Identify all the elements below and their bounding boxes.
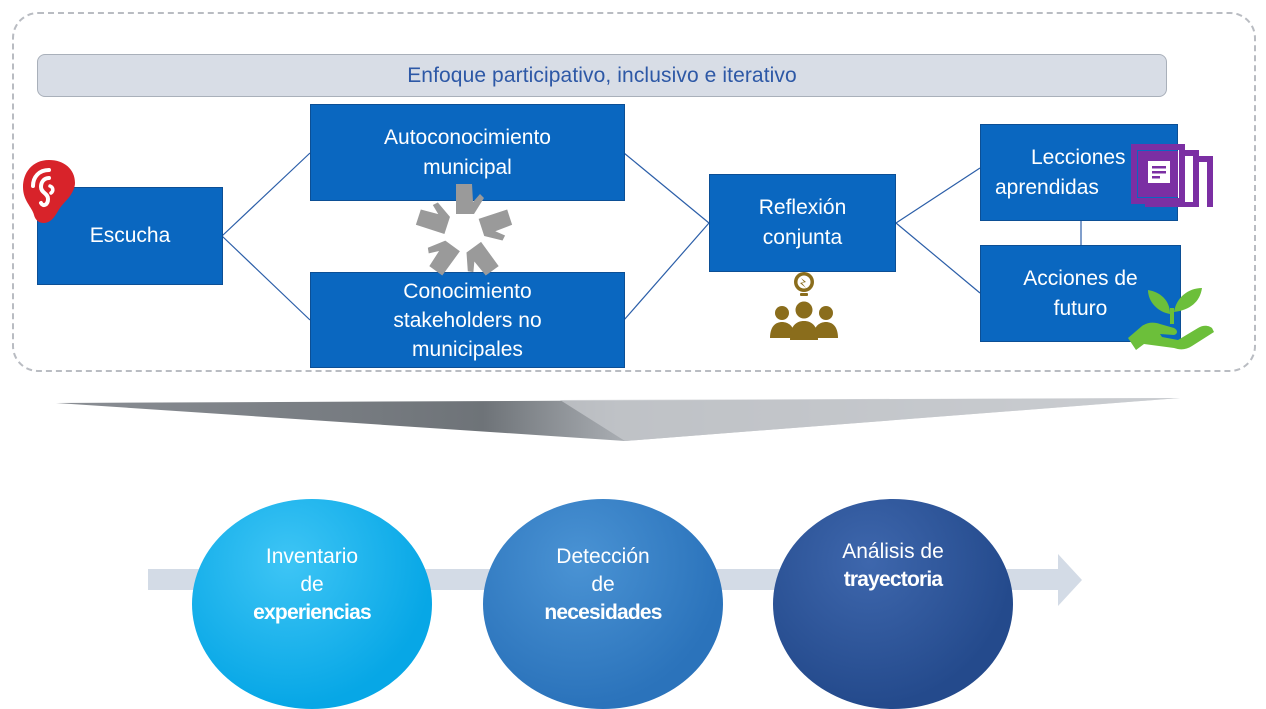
process-frame bbox=[12, 12, 1256, 372]
lecciones-line-2: aprendidas bbox=[995, 175, 1099, 199]
acciones-line-1: Acciones de bbox=[1023, 266, 1138, 290]
approach-banner: Enfoque participativo, inclusivo e itera… bbox=[37, 54, 1167, 97]
approach-banner-label: Enfoque participativo, inclusivo e itera… bbox=[407, 63, 797, 87]
connector-line bbox=[623, 222, 710, 321]
phase-1-top: Inventario bbox=[265, 545, 359, 568]
reflexion-box: Reflexión conjunta bbox=[709, 174, 896, 272]
phase-1-mid: de bbox=[300, 573, 324, 596]
book-icon bbox=[1131, 144, 1213, 207]
reflexion-line-2: conjunta bbox=[762, 226, 843, 249]
phase-circle-2: Detección de necesidades bbox=[483, 499, 723, 709]
team-idea-icon bbox=[770, 272, 838, 340]
conocimiento-line-1: Conocimiento bbox=[403, 279, 532, 303]
plant-hand-icon bbox=[1128, 288, 1214, 350]
phase-3-top: Análisis de bbox=[842, 540, 944, 563]
autoconocimiento-line-2: municipal bbox=[423, 155, 512, 179]
autoconocimiento-box: Autoconocimiento municipal bbox=[310, 104, 625, 201]
autoconocimiento-line-1: Autoconocimiento bbox=[384, 125, 551, 149]
connector-line bbox=[623, 152, 710, 224]
phase-1-bold: experiencias bbox=[253, 601, 371, 624]
ear-icon bbox=[23, 160, 75, 223]
conocimiento-line-2: stakeholders no bbox=[393, 308, 542, 332]
connector-lines bbox=[221, 152, 1082, 321]
phase-circle-1: Inventario de experiencias bbox=[192, 499, 432, 709]
hands-circle-icon bbox=[415, 184, 513, 276]
phase-circle-3: Análisis de trayectoria bbox=[773, 499, 1013, 709]
escucha-box: Escucha bbox=[37, 187, 223, 285]
funnel-chevron bbox=[56, 398, 1180, 441]
connector-line bbox=[221, 235, 311, 321]
phase-3-bold: trayectoria bbox=[843, 568, 943, 591]
acciones-line-2: futuro bbox=[1053, 296, 1108, 320]
phase-2-top: Detección bbox=[556, 545, 650, 568]
connector-line bbox=[895, 167, 981, 224]
connector-line bbox=[221, 152, 311, 237]
connector-line bbox=[895, 222, 981, 294]
phase-2-mid: de bbox=[591, 573, 615, 596]
conocimiento-line-3: municipales bbox=[412, 337, 523, 361]
escucha-label: Escucha bbox=[89, 224, 171, 247]
reflexion-line-1: Reflexión bbox=[758, 196, 847, 219]
conocimiento-box: Conocimiento stakeholders no municipales bbox=[310, 272, 625, 368]
phase-2-bold: necesidades bbox=[544, 601, 662, 624]
lecciones-line-1: Lecciones bbox=[1031, 145, 1126, 169]
